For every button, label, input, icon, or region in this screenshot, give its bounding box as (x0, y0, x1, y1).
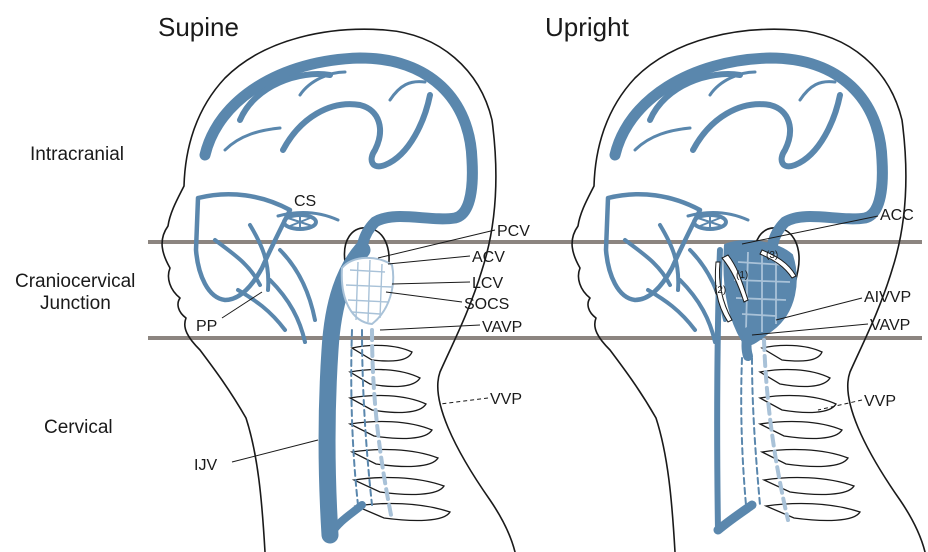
region-cervical: Cervical (44, 417, 113, 438)
label-vavp-right: VAVP (870, 317, 910, 334)
label-ijv: IJV (194, 457, 217, 474)
label-flow-2: (2) (714, 285, 726, 296)
label-aivvp: AIVVP (864, 289, 911, 306)
label-socs: SOCS (464, 296, 509, 313)
socs-mesh (342, 258, 393, 324)
label-flow-1: (1) (736, 270, 748, 281)
aivvp-engorged (724, 241, 795, 345)
label-acv: ACV (472, 249, 505, 266)
region-craniocervical-line2: Junction (40, 293, 111, 314)
label-vavp-left: VAVP (482, 319, 522, 336)
label-acc: ACC (880, 207, 914, 224)
label-pp: PP (196, 318, 217, 335)
label-lcv: LCV (472, 275, 503, 292)
label-cs: CS (294, 193, 316, 210)
label-flow-3: (3) (766, 250, 778, 261)
upright-title: Upright (545, 12, 630, 42)
vavp-right (747, 332, 749, 356)
label-vvp-left: VVP (490, 391, 522, 408)
region-craniocervical-line1: Craniocervical (15, 271, 135, 292)
label-pcv: PCV (497, 223, 530, 240)
region-intracranial: Intracranial (30, 144, 124, 165)
label-vvp-right: VVP (864, 393, 896, 410)
supine-title: Supine (158, 12, 239, 42)
